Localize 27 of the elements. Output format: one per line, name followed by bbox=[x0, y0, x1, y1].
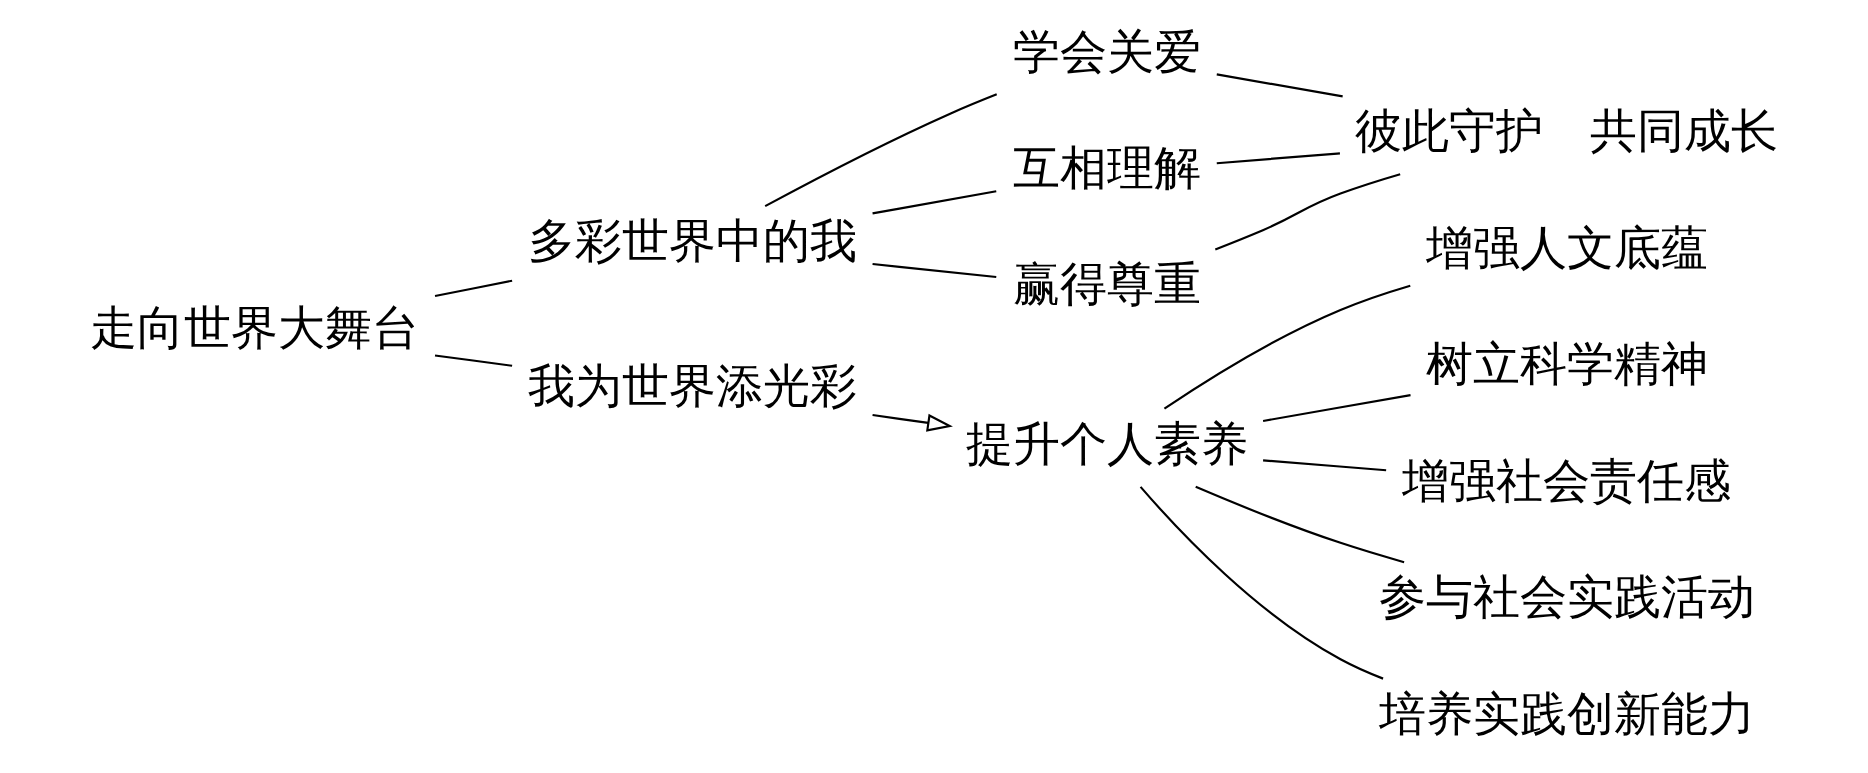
node-text: 学会关爱 bbox=[1012, 23, 1201, 79]
arrow bbox=[872, 413, 953, 432]
connector bbox=[1262, 394, 1411, 422]
connector bbox=[1216, 152, 1340, 165]
node-text: 我为世界添光彩 bbox=[527, 357, 857, 413]
connector bbox=[764, 93, 998, 208]
node-text: 培养实践创新能力 bbox=[1378, 685, 1755, 741]
node-text: 互相理解 bbox=[1012, 140, 1201, 195]
connector bbox=[434, 279, 513, 298]
node-text: 参与社会实践活动 bbox=[1378, 569, 1755, 625]
node-text: 赢得尊重 bbox=[1012, 256, 1201, 312]
node-text: 提升个人素养 bbox=[965, 416, 1248, 472]
connector bbox=[1214, 173, 1401, 251]
node-text: 树立科学精神 bbox=[1425, 336, 1708, 392]
node-text: 增强社会责任感 bbox=[1402, 452, 1732, 508]
connector bbox=[1139, 486, 1384, 680]
node-text: 走向世界大舞台 bbox=[90, 299, 420, 355]
connector bbox=[872, 262, 997, 279]
node-text: 增强人文底蕴 bbox=[1425, 219, 1708, 275]
connector bbox=[434, 354, 513, 367]
connector bbox=[1216, 73, 1343, 98]
node-text: 彼此守护 共同成长 bbox=[1355, 103, 1779, 159]
connector bbox=[872, 190, 997, 215]
connector bbox=[1263, 459, 1387, 472]
connector bbox=[1163, 284, 1411, 410]
connector bbox=[1195, 485, 1405, 564]
node-text: 多彩世界中的我 bbox=[527, 213, 857, 269]
